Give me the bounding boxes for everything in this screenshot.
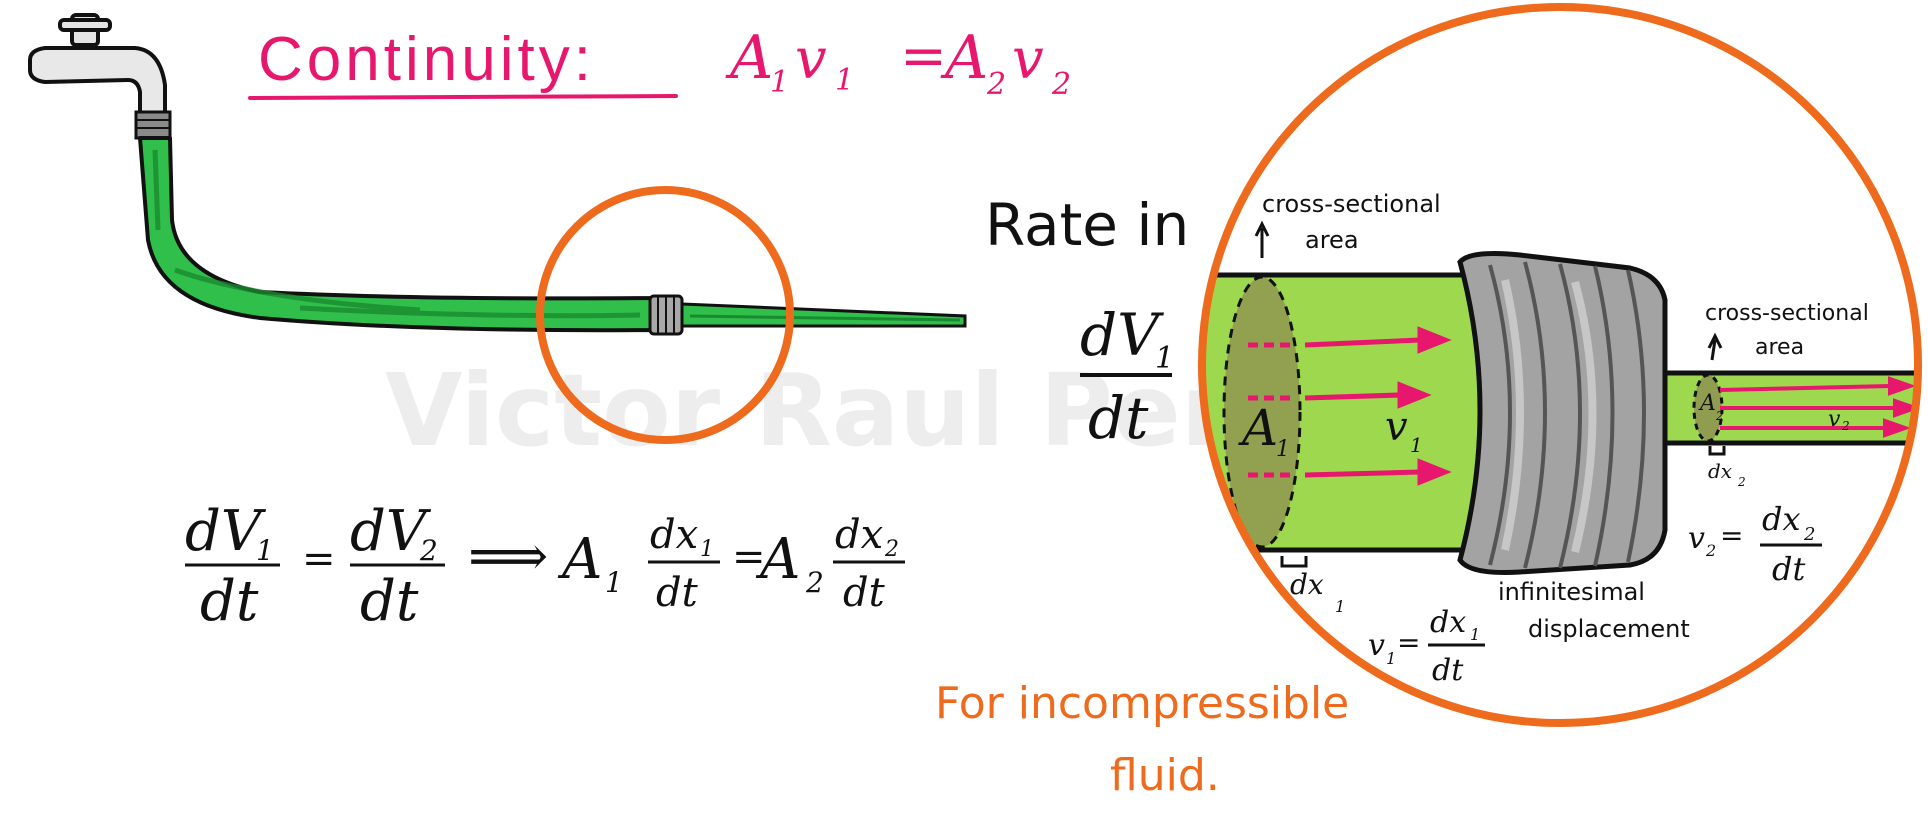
svg-text:1: 1 [1386, 649, 1396, 668]
svg-text:1: 1 [1335, 597, 1345, 616]
svg-text:dx: dx [650, 512, 698, 558]
svg-text:area: area [1305, 226, 1359, 254]
svg-text:A: A [755, 527, 800, 592]
svg-text:1: 1 [1470, 625, 1480, 644]
svg-text:1: 1 [605, 566, 623, 599]
svg-text:2: 2 [1051, 67, 1071, 102]
svg-text:For incompressible: For incompressible [935, 678, 1349, 729]
svg-text:A: A [725, 23, 773, 93]
svg-text:A: A [940, 23, 988, 93]
faucet-icon [28, 13, 172, 140]
svg-text:2: 2 [884, 537, 899, 562]
svg-text:dx: dx [835, 512, 883, 558]
svg-text:displacement: displacement [1528, 615, 1690, 643]
incompressible-note: For incompressible fluid. [935, 678, 1349, 801]
svg-text:v: v [1828, 407, 1841, 432]
svg-text:2: 2 [1737, 475, 1746, 489]
svg-text:dx: dx [1290, 568, 1324, 601]
zoom-circle-outline [1198, 3, 1922, 727]
svg-text:v: v [1368, 628, 1385, 663]
svg-text:v: v [1012, 27, 1044, 92]
svg-text:1: 1 [835, 63, 854, 98]
title-label: Continuity: [258, 25, 595, 94]
svg-text:2: 2 [1705, 541, 1716, 560]
title-underline [248, 94, 678, 100]
svg-text:2: 2 [1715, 409, 1724, 423]
rate-label: Rate in [985, 191, 1189, 259]
svg-text:infinitesimal: infinitesimal [1498, 578, 1645, 606]
svg-text:=: = [1397, 626, 1420, 659]
svg-text:=: = [900, 24, 947, 89]
svg-text:dt: dt [843, 570, 886, 616]
continuity-equation: dV 1 dt = dV 2 dt ⟹ A 1 dx 1 dt = A 2 dx… [185, 499, 905, 634]
dx1-marker [1280, 556, 1308, 568]
svg-text:1: 1 [256, 534, 274, 567]
svg-text:1: 1 [1155, 341, 1174, 376]
svg-text:dt: dt [200, 569, 259, 634]
svg-text:area: area [1755, 335, 1804, 360]
svg-text:cross-sectional: cross-sectional [1705, 301, 1869, 326]
velocity-arrows-wide [1248, 326, 1452, 486]
v1-definition: v 1 = dx 1 dt [1368, 605, 1485, 688]
svg-text:⟹: ⟹ [468, 524, 548, 589]
title-formula: A 1 v 1 = A 2 v 2 [725, 23, 1071, 102]
svg-text:dx: dx [1430, 605, 1466, 640]
svg-text:2: 2 [1803, 524, 1815, 545]
svg-text:A: A [557, 527, 602, 592]
svg-text:A: A [1698, 391, 1716, 416]
svg-text:dt: dt [360, 569, 419, 634]
svg-text:fluid.: fluid. [1110, 750, 1220, 801]
svg-text:2: 2 [986, 67, 1006, 102]
svg-text:dt: dt [1088, 384, 1149, 452]
svg-text:dV: dV [350, 499, 432, 564]
svg-text:dx: dx [1708, 459, 1732, 483]
svg-text:dV: dV [185, 499, 267, 564]
dx2-marker [1708, 446, 1726, 456]
svg-text:=: = [302, 536, 336, 582]
rate-fraction: dV 1 dt [1080, 301, 1174, 452]
svg-text:dt: dt [1432, 653, 1464, 688]
zoomed-hose-view [1202, 251, 1918, 575]
svg-text:2: 2 [419, 534, 438, 567]
velocity-arrows-narrow [1719, 376, 1918, 438]
zoom-labels: cross-sectional area cross-sectional are… [1238, 190, 1869, 688]
hose-coupling-icon [648, 294, 684, 336]
svg-text:=: = [1720, 519, 1743, 552]
v2-definition: v 2 = dx 2 dt [1688, 500, 1822, 588]
svg-text:v: v [795, 27, 827, 92]
hose-icon [138, 136, 967, 333]
magnifier-circle-icon [536, 186, 794, 444]
svg-text:cross-sectional: cross-sectional [1262, 190, 1441, 218]
svg-text:1: 1 [1276, 437, 1290, 462]
svg-text:v: v [1385, 404, 1408, 450]
svg-text:2: 2 [805, 566, 824, 599]
svg-text:2: 2 [1841, 419, 1850, 433]
svg-text:=: = [732, 534, 766, 580]
title: Continuity: A 1 v 1 = A 2 v 2 [248, 23, 1071, 102]
svg-text:dV: dV [1080, 301, 1164, 369]
svg-text:dx: dx [1762, 500, 1801, 538]
svg-text:1: 1 [770, 65, 789, 100]
svg-text:dt: dt [1772, 550, 1805, 588]
svg-text:v: v [1688, 521, 1705, 556]
svg-text:1: 1 [1410, 433, 1423, 457]
svg-text:A: A [1238, 399, 1278, 457]
svg-text:1: 1 [700, 537, 714, 562]
svg-text:dt: dt [656, 570, 699, 616]
